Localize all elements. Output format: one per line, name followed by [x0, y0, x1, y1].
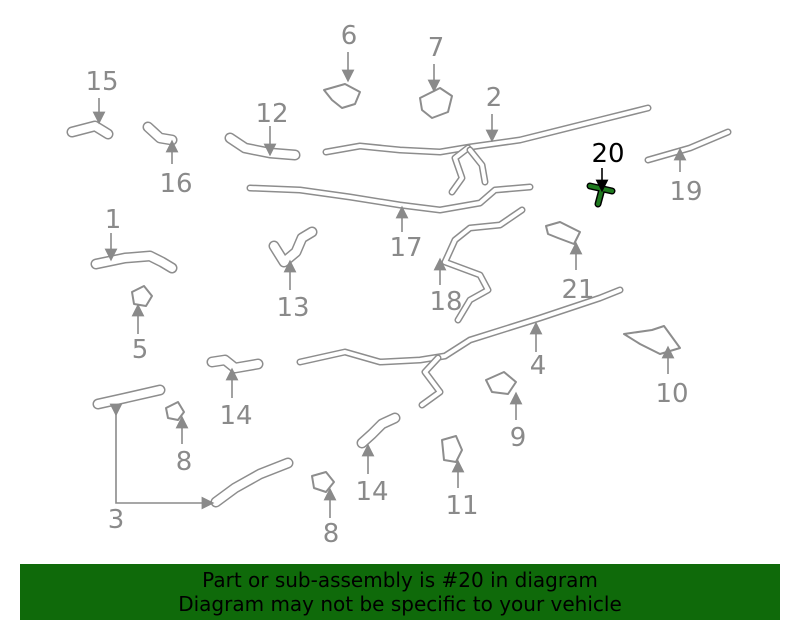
callout-1: 1 [105, 205, 122, 235]
callout-2: 2 [486, 83, 503, 113]
callout-13: 13 [276, 293, 309, 323]
part-9-bracket[interactable] [485, 371, 517, 395]
part-7-bracket[interactable] [419, 87, 453, 119]
part-21-bracket[interactable] [545, 221, 581, 245]
part-14-hose-b[interactable] [356, 412, 401, 449]
callout-7: 7 [428, 33, 445, 63]
part-10-bracket[interactable] [623, 325, 681, 355]
leader-lines [92, 52, 687, 518]
part-5-clip[interactable] [131, 285, 153, 307]
callout-9: 9 [510, 423, 527, 453]
callout-4: 4 [530, 351, 547, 381]
part-16-hose[interactable] [142, 121, 178, 146]
callout-16: 16 [159, 169, 192, 199]
part-3-hose-lower[interactable] [210, 457, 294, 508]
part-6-bracket[interactable] [323, 83, 361, 109]
callout-5: 5 [132, 335, 149, 365]
callout-8-b: 8 [323, 519, 340, 549]
parts-diagram: 6 7 2 15 16 12 20 19 1 17 13 18 21 5 4 1… [66, 21, 732, 549]
part-19-pipe[interactable] [644, 128, 732, 164]
callout-20: 20 [591, 139, 624, 169]
part-2-pipe[interactable] [322, 104, 652, 196]
part-1-hose[interactable] [90, 250, 178, 274]
callout-10: 10 [655, 379, 688, 409]
part-11-clip[interactable] [441, 435, 463, 463]
banner-line-1: Part or sub-assembly is #20 in diagram [202, 568, 598, 592]
callout-11: 11 [445, 491, 478, 521]
part-8-clip-b[interactable] [311, 471, 335, 493]
part-3-hose-upper[interactable] [92, 384, 166, 410]
part-20-connector[interactable] [586, 182, 616, 208]
callout-15: 15 [85, 67, 118, 97]
callout-12: 12 [255, 99, 288, 129]
callout-19: 19 [669, 177, 702, 207]
callout-14-b: 14 [355, 477, 388, 507]
part-15-hose[interactable] [66, 120, 114, 140]
callout-3: 3 [108, 505, 125, 535]
callout-6: 6 [341, 21, 358, 51]
callout-21: 21 [561, 275, 594, 305]
callout-17: 17 [389, 233, 422, 263]
callout-18: 18 [429, 287, 462, 317]
part-17-pipe[interactable] [246, 183, 534, 214]
part-4-pipe[interactable] [296, 286, 624, 409]
part-12-hose[interactable] [224, 132, 301, 161]
callout-8-a: 8 [176, 447, 193, 477]
part-13-hose[interactable] [268, 226, 318, 268]
part-8-clip-a[interactable] [165, 401, 185, 421]
info-banner: Part or sub-assembly is #20 in diagram D… [20, 564, 780, 620]
banner-line-2: Diagram may not be specific to your vehi… [178, 592, 622, 616]
callout-14-a: 14 [219, 401, 252, 431]
part-14-hose-a[interactable] [206, 354, 264, 374]
